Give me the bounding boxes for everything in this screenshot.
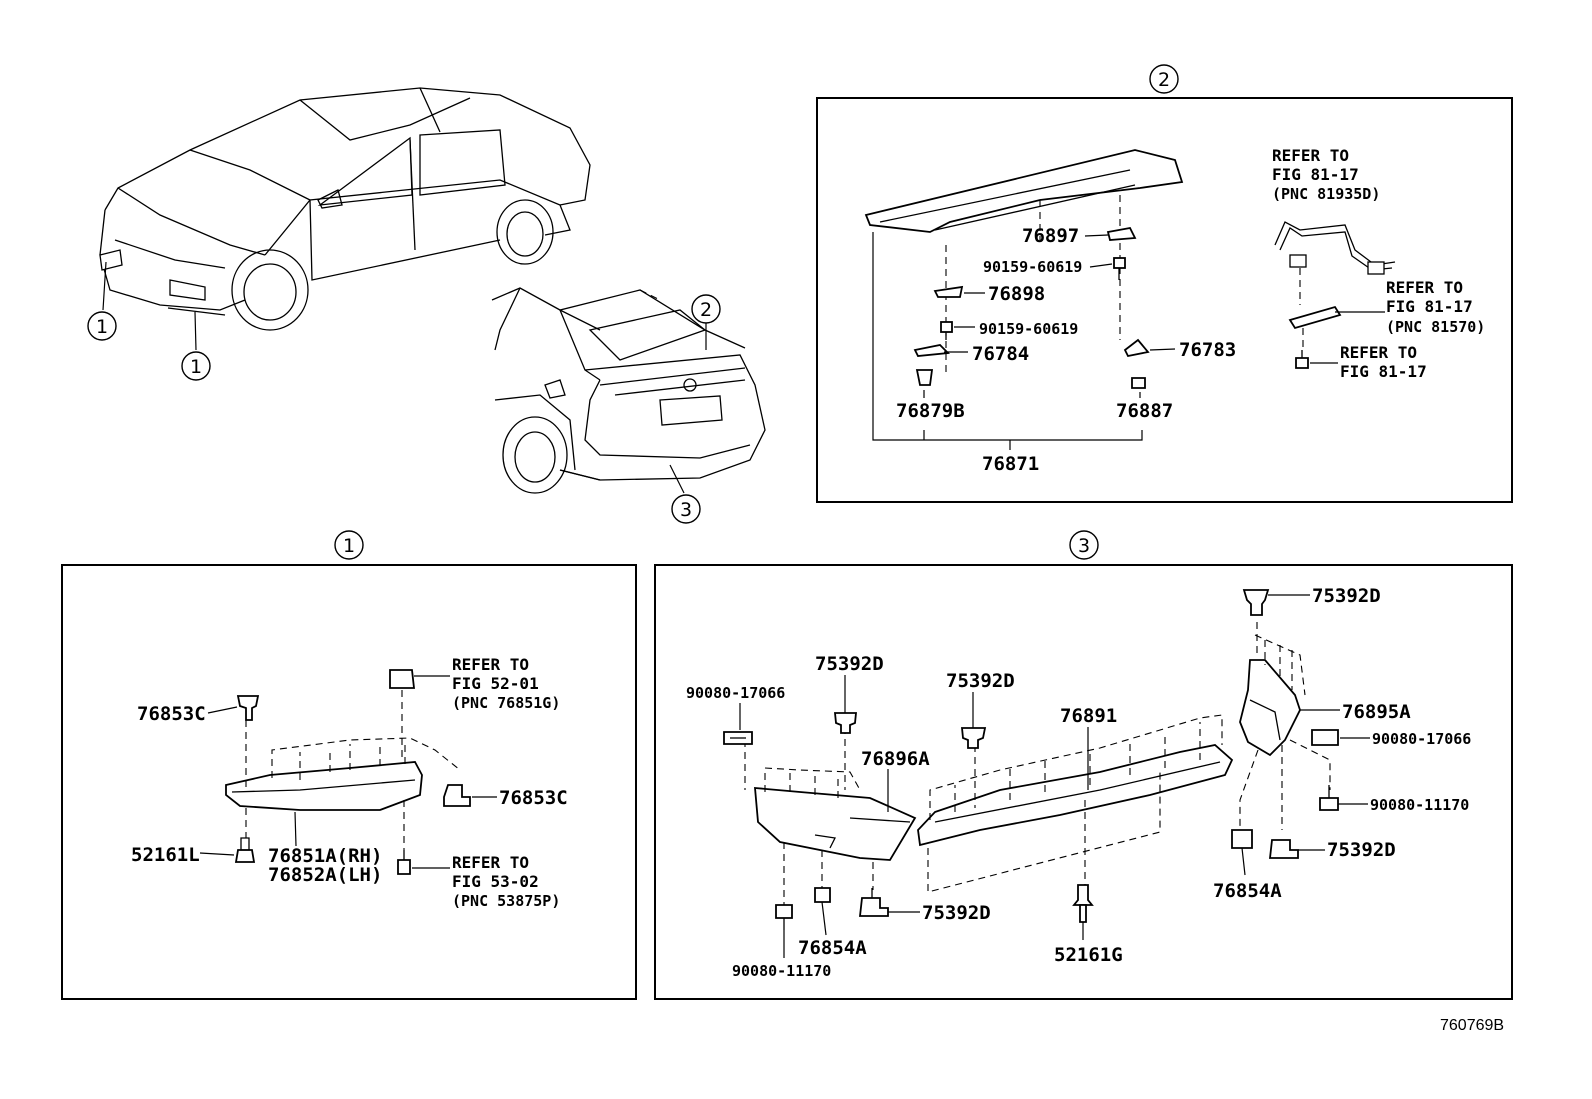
bolt-90080-11170-a [775,904,793,930]
marker-1-front-b: 1 [181,351,211,381]
svg-text:1: 1 [96,316,108,338]
screw-stop-lamp [1295,350,1309,369]
ref-text: FIG 53-02 [452,872,539,891]
clip-75392d-c [1268,839,1299,859]
figure-id: 760769B [1440,1017,1504,1034]
wire-harness [1274,221,1396,275]
ref-text: REFER TO [452,655,529,674]
label-75392d-b: 75392D [946,670,1015,692]
marker-1-front-a: 1 [87,311,117,341]
ref-text: FIG 81-17 [1272,165,1359,184]
ref-text: (PNC 53875P) [452,892,560,910]
bolt-90159-b [940,321,953,340]
clip-52161g [1072,884,1094,923]
label-76897: 76897 [1022,225,1079,247]
clip-75392d-top [1242,589,1270,616]
label-90080-17066-b: 90080-17066 [1372,730,1471,748]
car-rear-illustration [491,287,766,494]
car-front-illustration [99,87,591,331]
clip-75392d-b [961,727,987,749]
svg-text:2: 2 [700,299,712,321]
label-75392d-a: 75392D [815,653,884,675]
svg-text:3: 3 [680,499,692,521]
rear-side-spoiler-76895a [1239,659,1301,757]
label-76871: 76871 [982,453,1039,475]
front-spoiler-76851a [225,761,423,811]
svg-text:1: 1 [190,356,202,378]
clip-75392d-a [834,712,857,734]
ref-text: FIG 81-17 [1340,362,1427,381]
label-76895a: 76895A [1342,701,1411,723]
label-76896a: 76896A [861,748,930,770]
clip-76879b [915,369,934,386]
rear-detail-box [654,564,1513,1000]
label-75392d-top: 75392D [1312,585,1381,607]
label-90159-a: 90159-60619 [983,258,1082,276]
label-75392d-d: 75392D [922,902,991,924]
marker-1-header: 1 [334,530,364,560]
stop-lamp [1288,305,1342,330]
ref-text: (PNC 76851G) [452,694,560,712]
pad-76898 [933,285,964,298]
spoiler-detail-box [816,97,1513,503]
label-76854a-a: 76854A [798,937,867,959]
label-76784: 76784 [972,343,1029,365]
bolt-90159-a [1113,257,1126,280]
label-76891: 76891 [1060,705,1117,727]
ref-text: (PNC 81570) [1386,318,1485,336]
front-detail-box [61,564,637,1000]
bolt-90080-11170-b [1319,785,1339,811]
ref-text: REFER TO [1386,278,1463,297]
label-75392d-c: 75392D [1327,839,1396,861]
retainer-76854a-a [814,887,831,903]
ref-text: REFER TO [1340,343,1417,362]
label-76853c-b: 76853C [499,787,568,809]
nut-90080-17066-b [1311,729,1339,746]
clip-75392d-d [858,888,889,917]
label-76854a-b: 76854A [1213,880,1282,902]
pad-76897 [1106,226,1137,241]
ref-text: (PNC 81935D) [1272,185,1380,203]
svg-text:1: 1 [343,535,355,557]
label-76783: 76783 [1179,339,1236,361]
clip-76853c-b [443,784,471,807]
label-76879b: 76879B [896,400,965,422]
clip-52161l [234,837,256,863]
clip-76853c-a [236,695,260,721]
ref-text: REFER TO [1272,146,1349,165]
label-52161g: 52161G [1054,944,1123,966]
label-76898: 76898 [988,283,1045,305]
ref-text: FIG 52-01 [452,674,539,693]
label-90159-b: 90159-60619 [979,320,1078,338]
label-76887: 76887 [1116,400,1173,422]
bracket-ref-52-01 [389,669,416,689]
label-90080-11170-b: 90080-11170 [1370,796,1469,814]
marker-2-header: 2 [1149,64,1179,94]
marker-3-car: 3 [671,494,701,524]
label-52161l: 52161L [131,844,200,866]
screw-ref-53-02 [397,850,411,875]
svg-text:2: 2 [1158,69,1170,91]
rear-center-spoiler-76891 [917,744,1234,847]
retainer-76854a-b [1231,829,1253,849]
nut-90080-17066-a [723,731,753,745]
label-76852a: 76852A(LH) [268,864,382,886]
marker-2-car: 2 [691,294,721,324]
nut-76887 [1131,377,1146,389]
pad-76783 [1123,338,1150,358]
marker-3-header: 3 [1069,530,1099,560]
rear-side-spoiler-76896a [754,787,917,861]
ref-text: FIG 81-17 [1386,297,1473,316]
ref-text: REFER TO [452,853,529,872]
label-90080-11170-a: 90080-11170 [732,962,831,980]
label-90080-17066-a: 90080-17066 [686,684,785,702]
label-76853c-a: 76853C [137,703,206,725]
svg-text:3: 3 [1078,535,1090,557]
label-76851a: 76851A(RH) [268,845,382,867]
pad-76784 [913,344,950,357]
spoiler-76871 [864,149,1184,233]
